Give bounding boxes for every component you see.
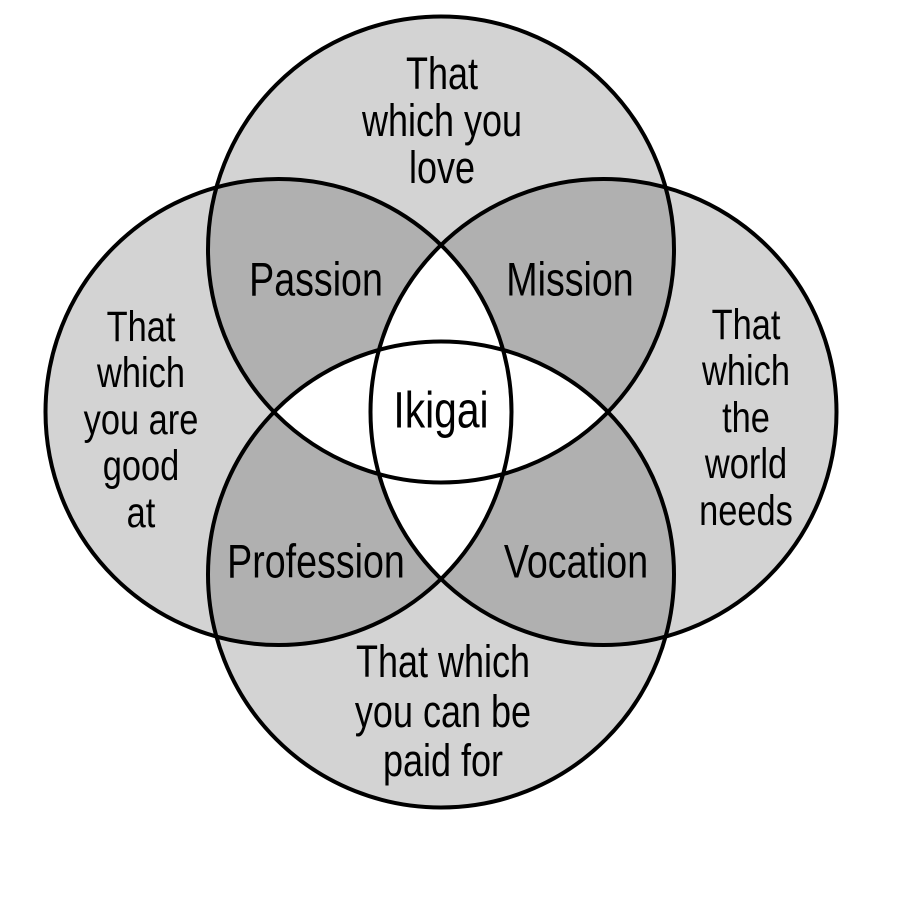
label-line: world (704, 440, 788, 489)
label-line: needs (699, 486, 793, 535)
circle-outlines (43, 14, 839, 810)
label-line: which (97, 349, 185, 398)
right-circle-label: That which the world needs (699, 300, 793, 535)
label-line: love (408, 141, 476, 193)
label-line: which (702, 347, 790, 396)
center-region (274, 245, 608, 579)
label-line: which you (361, 94, 523, 146)
ikigai-label: Ikigai (393, 381, 489, 439)
label-line: good (102, 442, 180, 491)
center-lens-horizontal (274, 341, 608, 483)
label-line: That (106, 302, 176, 351)
label-line: That (405, 47, 479, 99)
label-line: That (711, 300, 781, 349)
vocation-label: Vocation (503, 534, 649, 588)
profession-label: Profession (227, 534, 405, 588)
label-line: the (722, 393, 770, 442)
circle-good-at-outline (43, 177, 514, 647)
top-circle-label: That which you love (361, 47, 523, 193)
passion-label: Passion (249, 252, 383, 306)
left-circle-label: That which you are good at (83, 302, 199, 537)
mission-label: Mission (506, 252, 634, 306)
bottom-circle-label: That which you can be paid for (355, 637, 531, 786)
label-line: you can be (354, 685, 532, 737)
label-line: at (126, 488, 156, 537)
label-line: paid for (382, 734, 504, 786)
circle-world-needs-outline (368, 177, 839, 647)
circle-love-outline (206, 14, 676, 485)
label-line: you are (83, 395, 199, 444)
label-line: That which (355, 635, 531, 687)
circle-paid-for-outline (206, 339, 676, 810)
